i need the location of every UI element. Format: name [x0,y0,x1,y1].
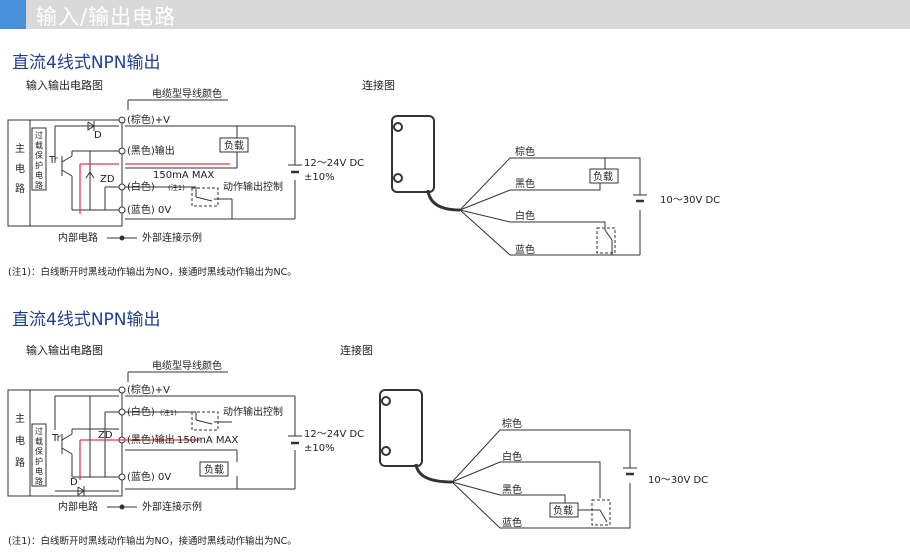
sensor-body [379,389,423,467]
load-box [199,461,229,477]
conn-wire: 棕色 [515,145,535,158]
wire-white: (白色) [127,180,155,193]
protect-char: 电 [35,170,43,180]
protect-box [31,127,47,191]
protect-char: 保 [35,446,43,456]
protect-box [31,423,47,487]
load-label: 负载 [224,139,244,152]
page-header: 输入/输出电路 [0,0,910,29]
external-label: 外部连接示例 [142,231,202,244]
section-2-circuit-label: 输入输出电路图 [26,344,103,357]
section-2-connection-label: 连接图 [340,344,373,357]
connection-diagram-2 [379,389,637,529]
voltage-2: ±10% [304,172,335,183]
switch-label: 动作输出控制 [223,180,283,193]
note-mark: (注1) [168,183,185,192]
section-1-connection-label: 连接图 [362,79,395,92]
protect-char: 保 [35,150,43,160]
current-label: 150mA MAX [153,170,214,181]
conn-wire: 蓝色 [515,243,535,256]
current-path [79,163,230,214]
wire-blue: (蓝色) 0V [127,470,171,483]
load-box [589,168,619,184]
protect-char: 载 [35,140,43,150]
section-2-title: 直流4线式NPN输出 [12,310,161,330]
cable-label: 电缆型导线颜色 [152,87,222,100]
main-char-3: 路 [15,456,25,469]
protect-char: 护 [35,456,43,466]
internal-label: 内部电路 [58,231,98,244]
protect-char: 过 [35,426,43,436]
wire-brown: (棕色)+V [127,383,170,396]
main-char-1: 主 [15,413,25,425]
tr-label: Tr [48,155,59,166]
load-box [219,137,249,153]
current-label: 150mA MAX [177,435,238,446]
switch-label: 动作输出控制 [223,405,283,418]
wire-blue: (蓝色) 0V [127,203,171,216]
d-label: D [94,130,102,141]
section-2-note: (注1)：白线断开时黑线动作输出为NO，接通时黑线动作输出为NC。 [8,536,297,547]
protect-char: 电 [35,466,43,476]
main-char-1: 主 [15,143,25,155]
wire-black: (黑色)输出 [127,144,175,157]
diode-symbol [87,121,95,131]
internal-circuit-box [7,119,123,227]
zd-label: ZD [100,174,115,185]
section-1-title: 直流4线式NPN输出 [12,53,161,73]
protect-char: 护 [35,160,43,170]
page-title: 输入/输出电路 [36,5,177,29]
header-accent [0,0,26,29]
conn-load: 负载 [593,170,613,183]
voltage-1: 12～24V DC [304,158,364,169]
protect-char: 过 [35,130,43,140]
d-label: D [70,477,78,488]
wire-brown: (棕色)+V [127,113,170,126]
conn-wire: 蓝色 [502,516,522,529]
protect-char: 载 [35,436,43,446]
current-path [79,439,200,480]
wire-white: (白色) [127,405,155,418]
voltage-2: ±10% [304,443,335,454]
sensor-body [391,115,435,193]
conn-wire: 黑色 [515,177,535,190]
conn-voltage: 10～30V DC [648,475,708,486]
note-mark: (注1) [160,408,177,417]
connection-diagram-1 [391,115,647,256]
section-1-circuit-label: 输入输出电路图 [26,79,103,92]
main-char-2: 电 [15,434,25,447]
voltage-1: 12～24V DC [304,429,364,440]
tr-label: Tr [51,433,62,444]
main-char-3: 路 [15,182,25,195]
conn-wire: 棕色 [502,417,522,430]
load-label: 负载 [204,463,224,476]
cable-label: 电缆型导线颜色 [152,359,222,372]
external-label: 外部连接示例 [142,500,202,513]
section-1-note: (注1)：白线断开时黑线动作输出为NO，接通时黑线动作输出为NC。 [8,267,297,278]
protect-char: 路 [35,476,43,486]
protect-char: 路 [35,180,43,190]
wire-black: (黑色)输出 [127,433,175,446]
conn-voltage: 10～30V DC [660,195,720,206]
conn-wire: 黑色 [502,483,522,496]
main-char-2: 电 [15,162,25,175]
conn-wire: 白色 [515,209,535,222]
conn-wire: 白色 [502,450,522,463]
conn-load: 负载 [553,504,573,517]
zd-label: ZD [98,430,113,441]
internal-label: 内部电路 [58,500,98,513]
